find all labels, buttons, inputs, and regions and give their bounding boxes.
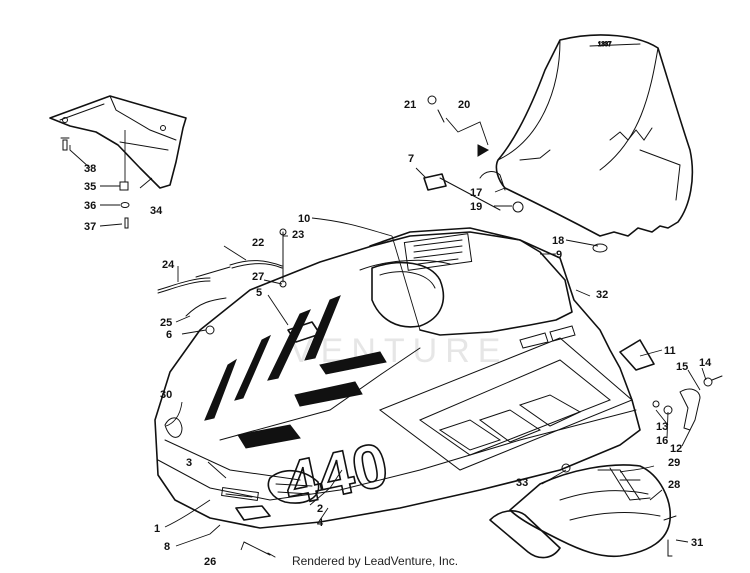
callout-21: 21	[404, 99, 416, 111]
footer-credit: Rendered by LeadVenture, Inc.	[291, 554, 459, 568]
cables	[157, 228, 287, 558]
callout-18: 18	[552, 235, 564, 247]
callout-32: 32	[596, 289, 608, 301]
svg-text:1337: 1337	[598, 42, 612, 48]
callout-25: 25	[160, 317, 172, 329]
callout-20: 20	[458, 99, 470, 111]
callout-27: 27	[252, 271, 264, 283]
windshield-hardware	[427, 95, 608, 253]
callout-38: 38	[84, 163, 96, 175]
callout-4: 4	[317, 517, 324, 529]
model-decal: 440	[278, 429, 395, 520]
callout-24: 24	[162, 259, 175, 271]
callout-8: 8	[164, 541, 170, 553]
callout-5: 5	[256, 287, 262, 299]
model-decal-text: 440	[279, 430, 395, 519]
leader-lines	[69, 145, 707, 551]
callout-37: 37	[84, 221, 96, 233]
callout-7: 7	[408, 153, 414, 165]
callout-36: 36	[84, 200, 96, 212]
callout-31: 31	[691, 537, 703, 549]
callout-17: 17	[470, 187, 482, 199]
hood: 440	[154, 227, 655, 529]
callout-11: 11	[664, 345, 676, 357]
callout-16: 16	[656, 435, 668, 447]
callout-13: 13	[656, 421, 668, 433]
hardware-35-38	[60, 130, 130, 229]
callout-2: 2	[317, 503, 323, 515]
callout-30: 30	[160, 389, 172, 401]
callout-22: 22	[252, 237, 264, 249]
callout-1: 1	[154, 523, 160, 535]
air-intake	[489, 463, 677, 559]
callout-35: 35	[84, 181, 96, 193]
callout-14: 14	[699, 357, 712, 369]
callout-29: 29	[668, 457, 680, 469]
callout-6: 6	[166, 329, 172, 341]
callout-34: 34	[150, 205, 163, 217]
callout-12: 12	[670, 443, 682, 455]
callout-9: 9	[556, 249, 562, 261]
callout-23: 23	[292, 229, 304, 241]
callout-26: 26	[204, 556, 216, 568]
callout-33: 33	[516, 477, 528, 489]
bracket-34	[49, 95, 187, 189]
callout-10: 10	[298, 213, 310, 225]
callout-labels: 1 2 3 4 5 6 7 8 9 10 11 12 13 14 15 16 1…	[84, 99, 712, 568]
windshield: 1337	[495, 34, 694, 237]
decal-7	[423, 173, 501, 211]
callout-15: 15	[676, 361, 688, 373]
callout-28: 28	[668, 479, 680, 491]
callout-19: 19	[470, 201, 482, 213]
callout-3: 3	[186, 457, 192, 469]
